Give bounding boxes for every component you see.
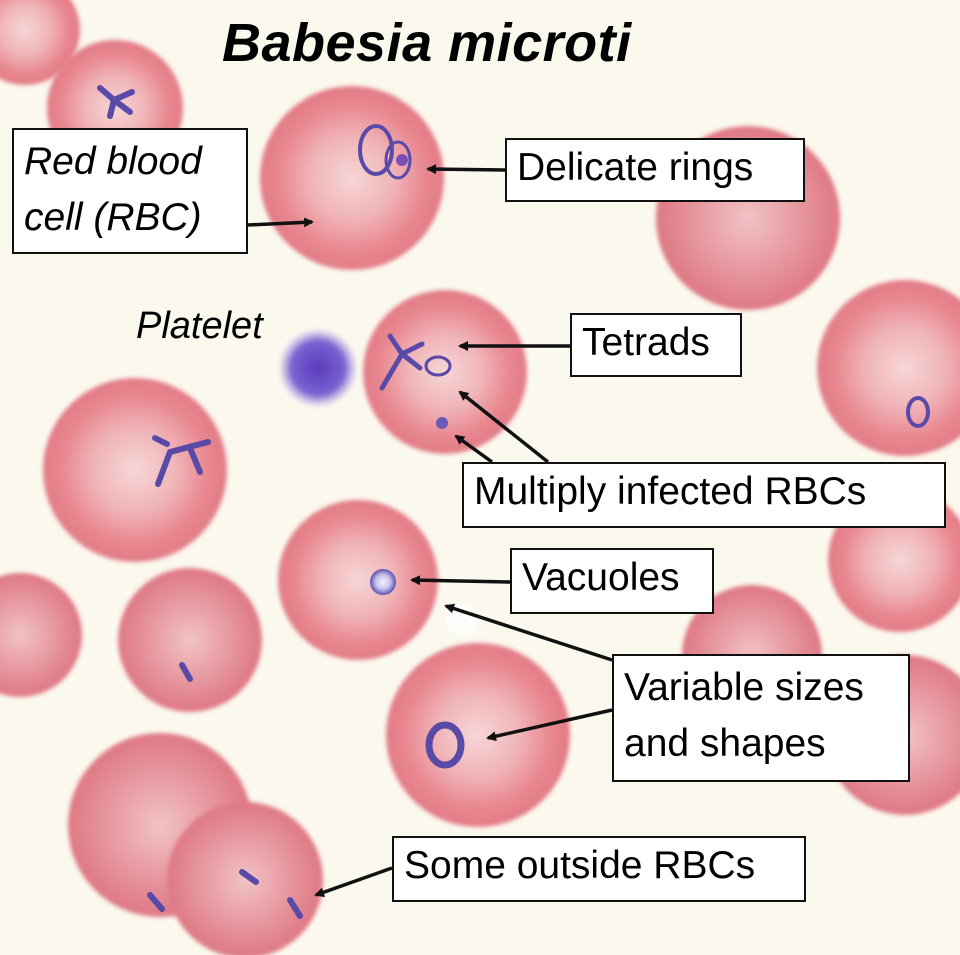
vacuole-outside [446, 604, 478, 636]
parasite-ring [384, 140, 412, 180]
label-rbc-line2: cell (RBC) [24, 196, 202, 239]
rbc [0, 573, 82, 697]
figure-title: Babesia microti [222, 13, 632, 73]
label-platelet: Platelet [136, 305, 263, 347]
rbc [817, 280, 960, 456]
parasite-cross [152, 435, 211, 487]
label-rbc-line1: Red blood [24, 140, 202, 183]
parasite-chromatin [396, 154, 408, 166]
platelet [280, 330, 356, 406]
parasite-outside [147, 869, 303, 919]
rbc [0, 0, 80, 85]
label-multiply-infected: Multiply infected RBCs [462, 462, 946, 528]
parasite-tetrad [379, 333, 425, 391]
rbc [43, 378, 227, 562]
parasite-small [179, 662, 193, 682]
vacuole [370, 569, 396, 595]
rbc [167, 802, 323, 955]
label-delicate-rings: Delicate rings [505, 138, 805, 202]
rbc-delicate-rings [260, 86, 444, 270]
label-variable-sizes: Variable sizes and shapes [612, 654, 910, 782]
label-variable-line1: Variable sizes [624, 666, 864, 709]
rbc-variable [386, 643, 570, 827]
label-rbc: Red blood cell (RBC) [12, 128, 248, 254]
label-outside-rbcs: Some outside RBCs [392, 836, 806, 902]
label-variable-line2: and shapes [624, 722, 826, 765]
parasites [97, 85, 930, 919]
rbc-vacuole [278, 500, 438, 660]
rbc [118, 568, 262, 712]
label-tetrads: Tetrads [570, 313, 742, 377]
parasite-ring [906, 396, 930, 428]
label-vacuoles: Vacuoles [510, 548, 714, 614]
parasite-cross [97, 85, 135, 119]
parasite-ring [358, 124, 394, 176]
parasite-ring [424, 355, 452, 377]
parasite-ring [436, 417, 448, 429]
parasite-ring [425, 721, 465, 769]
